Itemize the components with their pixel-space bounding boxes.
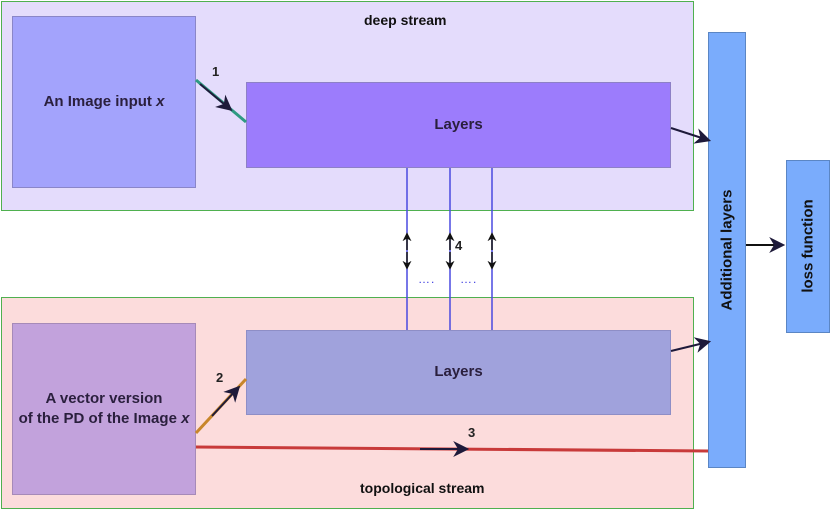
- connector-ellipsis-right: ….: [460, 272, 478, 286]
- deep-layers-box: Layers: [246, 82, 671, 168]
- loss-function-box: [786, 160, 830, 333]
- topo-to-additional-arrow: [670, 337, 712, 353]
- topological-layers-box: Layers: [246, 330, 671, 415]
- cross-stream-connectors: [402, 168, 497, 330]
- topological-stream-title: topological stream: [360, 480, 485, 496]
- deep-stream-title: deep stream: [364, 12, 447, 28]
- arrow-4-label: 4: [455, 238, 463, 253]
- deep-to-additional-arrow: [670, 127, 712, 144]
- pd-vector-input-box: A vector version of the PD of the Image …: [12, 323, 196, 495]
- image-input-box: An Image input x: [12, 16, 196, 188]
- deep-layers-label: Layers: [434, 115, 483, 133]
- arrow-3-label: 3: [468, 425, 476, 440]
- arrow-1: [195, 78, 247, 124]
- additional-layers-box: [708, 32, 746, 468]
- arrow-2-label: 2: [216, 370, 224, 385]
- arrow-2: [194, 377, 248, 435]
- arrow-3: [195, 441, 709, 457]
- topological-layers-label: Layers: [434, 363, 483, 381]
- pd-vector-input-label: A vector version of the PD of the Image …: [18, 389, 190, 427]
- image-input-label: An Image input x: [43, 92, 165, 110]
- connector-ellipsis-left: ….: [418, 272, 436, 286]
- arrow-1-label: 1: [212, 64, 220, 79]
